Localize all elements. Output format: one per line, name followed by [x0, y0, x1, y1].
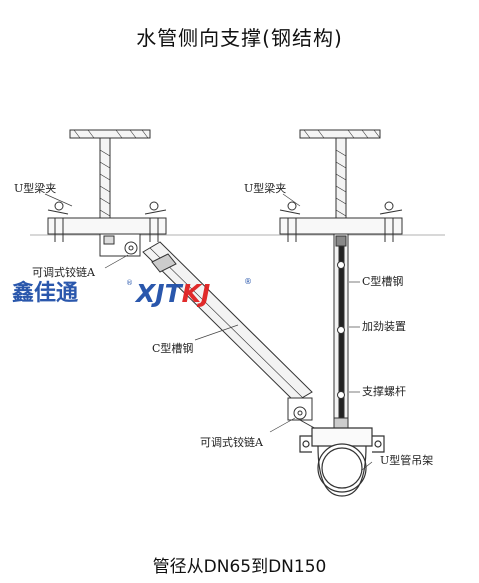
leader-lines [44, 193, 373, 471]
logo-en-text: XJTKJ [134, 279, 210, 308]
label-u-clamp-left: U型梁夹 [14, 181, 56, 195]
left-steel-beam [47, 129, 167, 235]
u-pipe-hanger [299, 427, 385, 497]
watermark-logo: 鑫佳通 XJTKJ ® ® [12, 277, 252, 308]
logo-registered-mark-cn: ® [126, 279, 133, 287]
label-support-rod: 支撑螺杆 [362, 384, 406, 398]
pipe [317, 443, 367, 493]
label-u-clamp-right: U型梁夹 [244, 181, 286, 195]
label-u-pipe-hanger: U型管吊架 [380, 453, 433, 467]
left-u-beam-clamp [47, 201, 167, 242]
logo-registered-mark: ® [244, 277, 252, 286]
left-diagonal-c-channel [142, 241, 313, 403]
right-stiffener-nodes [337, 261, 345, 399]
right-steel-beam [279, 129, 403, 235]
right-u-beam-clamp [279, 201, 403, 242]
diagram-caption: 管径从DN65到DN150 [152, 557, 327, 577]
diagram-title: 水管侧向支撑(钢结构) [136, 26, 343, 50]
logo-cn-text: 鑫佳通 [12, 280, 78, 306]
label-hinge-a-top: 可调式铰链A [32, 265, 96, 279]
left-top-hinge [99, 233, 141, 257]
left-bottom-hinge [287, 397, 319, 431]
label-c-channel-left: C型槽钢 [152, 341, 193, 355]
logo-en-part2: KJ [182, 279, 211, 308]
label-hinge-a-bottom: 可调式铰链A [200, 435, 264, 449]
logo-en-part1: XJT [134, 279, 184, 308]
label-stiffener: 加劲装置 [362, 320, 406, 333]
label-c-channel-right: C型槽钢 [362, 274, 403, 288]
